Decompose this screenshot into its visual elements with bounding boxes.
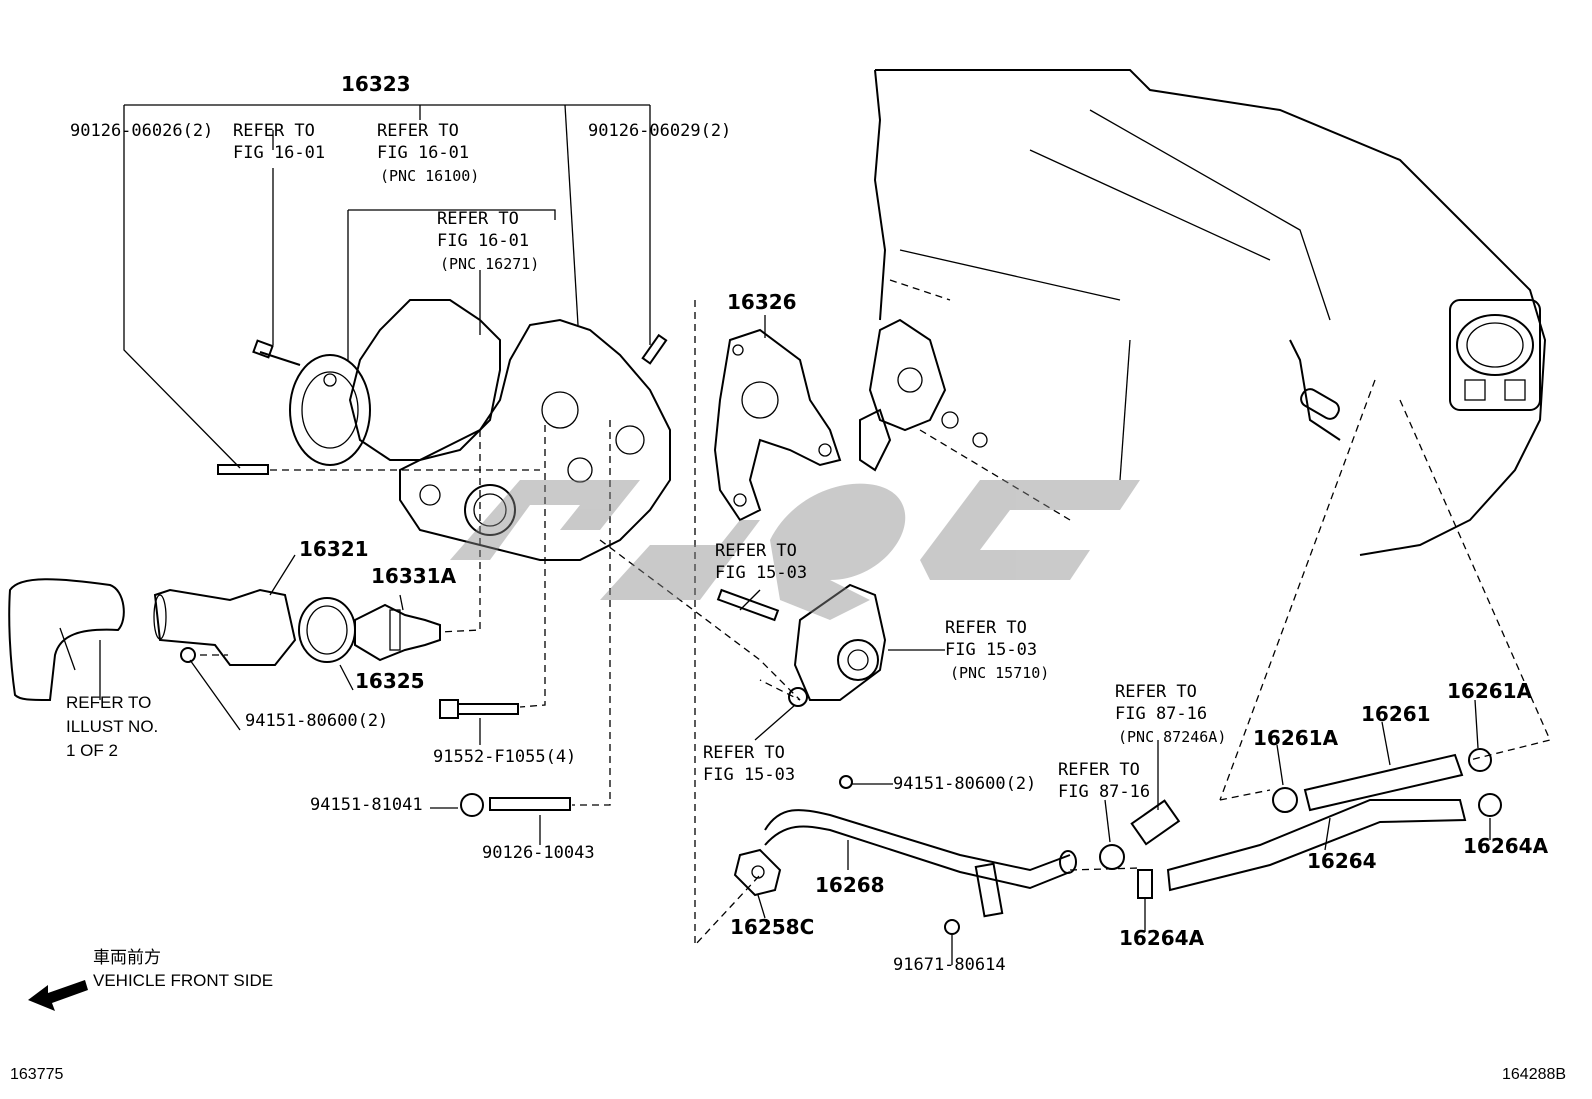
refer-fig-87-16-b-line2: FIG 87-16 (1058, 782, 1151, 802)
part-16323-label: 16323 (341, 72, 411, 96)
refer-fig-16-01-c-line1: REFER TO (437, 209, 519, 229)
footer-right-code: 164288B (1502, 1066, 1567, 1083)
vehicle-front-jp: 車両前方 (93, 948, 161, 967)
part-16321-label: 16321 (299, 537, 369, 561)
part-16261-label: 16261 (1361, 702, 1431, 726)
part-94151-81041-label: 94151-81041 (310, 795, 423, 815)
watermark-logo (450, 480, 1140, 620)
refer-fig-15-03-c-line1: REFER TO (703, 743, 785, 763)
vehicle-front-en: VEHICLE FRONT SIDE (93, 971, 274, 990)
refer-fig-16-01-b-pnc: (PNC 16100) (380, 167, 480, 185)
part-16264-label: 16264 (1307, 849, 1377, 873)
refer-fig-16-01-a-line2: FIG 16-01 (233, 143, 326, 163)
refer-fig-15-03-b-line2: FIG 15-03 (945, 640, 1038, 660)
refer-fig-16-01-c-line2: FIG 16-01 (437, 231, 530, 251)
refer-fig-15-03-c-line2: FIG 15-03 (703, 765, 796, 785)
footer-left-code: 163775 (10, 1066, 64, 1083)
part-16326-label: 16326 (727, 290, 797, 314)
refer-fig-15-03-a-line1: REFER TO (715, 541, 797, 561)
part-16258C-label: 16258C (730, 915, 815, 939)
part-16331A-label: 16331A (371, 564, 457, 588)
part-16261A-b-label: 16261A (1447, 679, 1533, 703)
part-16264A-a-label: 16264A (1463, 834, 1549, 858)
water-bypass-pipe (733, 775, 1077, 935)
refer-illust-line3: 1 OF 2 (66, 741, 118, 760)
refer-fig-16-01-c-pnc: (PNC 16271) (440, 255, 540, 273)
refer-fig-15-03-a-line2: FIG 15-03 (715, 563, 808, 583)
part-90126-06026-label: 90126-06026(2) (70, 121, 214, 141)
refer-fig-87-16-b-line1: REFER TO (1058, 760, 1140, 780)
refer-fig-87-16-a-line1: REFER TO (1115, 682, 1197, 702)
hoses-16261-16264 (1099, 748, 1502, 899)
refer-fig-87-16-a-pnc: (PNC 87246A) (1118, 728, 1227, 746)
part-91552-F1055-label: 91552-F1055(4) (433, 747, 577, 767)
refer-fig-15-03-b-pnc: (PNC 15710) (950, 664, 1050, 682)
refer-illust-line1: REFER TO (66, 693, 152, 712)
gasket-16326 (713, 328, 842, 522)
refer-fig-16-01-b-line1: REFER TO (377, 121, 459, 141)
part-90126-10043-label: 90126-10043 (482, 843, 595, 863)
part-94151-80600-a-label: 94151-80600(2) (245, 711, 389, 731)
dashed-reference-lines (200, 300, 1551, 947)
refer-fig-16-01-a-line1: REFER TO (233, 121, 315, 141)
part-16264A-b-label: 16264A (1119, 926, 1205, 950)
part-16325-label: 16325 (355, 669, 425, 693)
front-arrow-icon (28, 980, 88, 1011)
engine-block-outline (859, 69, 1547, 556)
part-16268-label: 16268 (815, 873, 885, 897)
part-94151-80600-b-label: 94151-80600(2) (893, 774, 1037, 794)
refer-fig-15-03-b-line1: REFER TO (945, 618, 1027, 638)
water-pump (289, 299, 671, 561)
inlet-hose-group (8, 578, 441, 702)
part-90126-06029-label: 90126-06029(2) (588, 121, 732, 141)
part-16261A-a-label: 16261A (1253, 726, 1339, 750)
refer-fig-87-16-a-line2: FIG 87-16 (1115, 704, 1208, 724)
leader-lines (99, 104, 1491, 965)
refer-fig-16-01-b-line2: FIG 16-01 (377, 143, 470, 163)
refer-illust-line2: ILLUST NO. (66, 717, 159, 736)
part-91671-80614-label: 91671-80614 (893, 955, 1006, 975)
oil-cooler (788, 583, 887, 707)
